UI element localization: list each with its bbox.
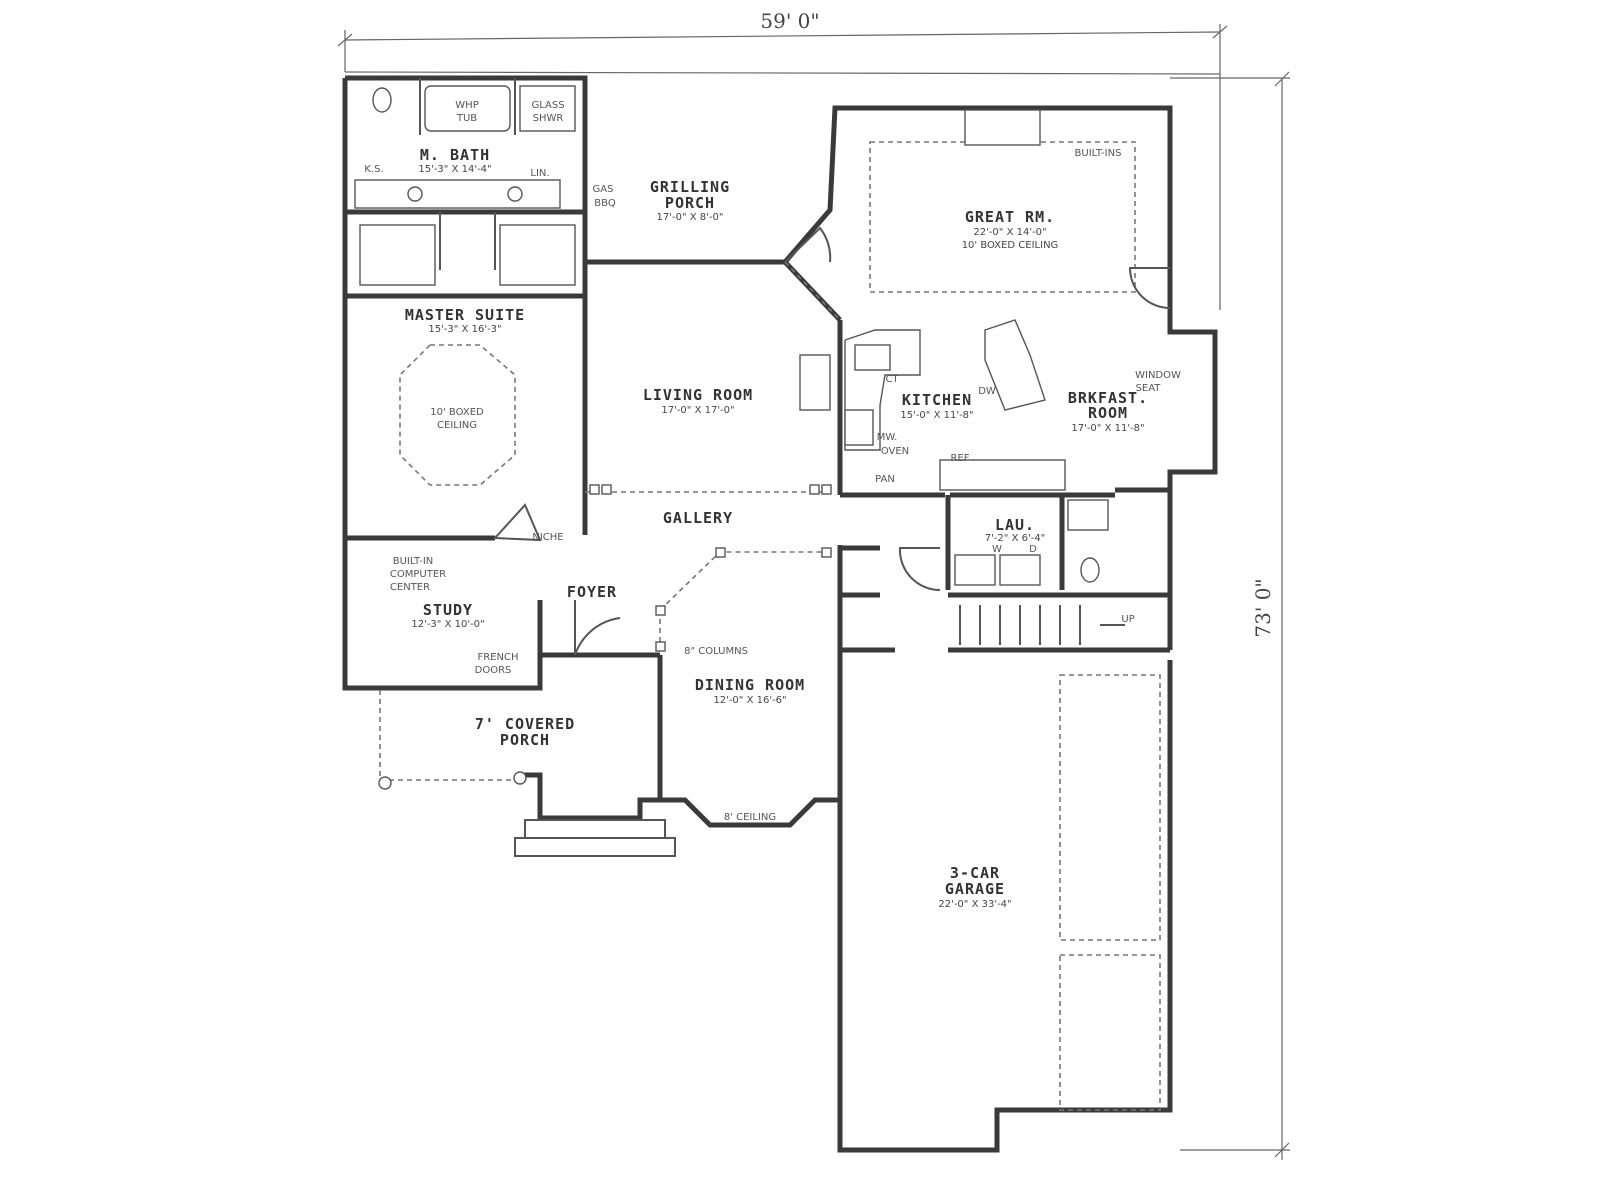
builtin-label-1: BUILT-IN — [393, 556, 434, 567]
laundry-dim: 7'-2" X 6'-4" — [985, 533, 1046, 544]
brkfast-room-name-1: BRKFAST. — [1068, 389, 1148, 407]
foyer-name: FOYER — [567, 583, 617, 601]
annotations: WHP TUB GLASS SHWR K.S. LIN. GAS BBQ BUI… — [364, 100, 1181, 823]
french-doors-label-2: DOORS — [475, 665, 512, 676]
great-room-ceiling: 10' BOXED CEILING — [962, 240, 1059, 251]
great-room-dim: 22'-0" X 14'-0" — [973, 227, 1046, 238]
glass-shwr-label-2: SHWR — [533, 113, 564, 124]
porch-name-1: 7' COVERED — [475, 715, 575, 733]
gallery-name: GALLERY — [663, 509, 733, 527]
room-labels: M. BATH 15'-3" X 14'-4" GRILLING PORCH 1… — [405, 146, 1148, 910]
width-dimension: 59' 0" — [337, 9, 1228, 310]
fireplace — [964, 109, 1041, 146]
washer-label: W — [992, 544, 1002, 555]
living-room-dim: 17'-0" X 17'-0" — [661, 405, 734, 416]
ks-label: K.S. — [364, 164, 383, 175]
front-steps — [514, 819, 676, 857]
window-seat-label-2: SEAT — [1136, 383, 1162, 394]
builtin-label-2: COMPUTER — [390, 569, 446, 580]
master-suite-dim: 15'-3" X 16'-3" — [428, 324, 501, 335]
french-doors-label-1: FRENCH — [477, 652, 518, 663]
m-bath-name: M. BATH — [420, 146, 490, 164]
study-name: STUDY — [423, 601, 473, 619]
gas-label-2: BBQ — [594, 198, 616, 209]
gas-label-1: GAS — [593, 184, 614, 195]
glass-shwr-label-1: GLASS — [531, 100, 564, 111]
doors — [492, 226, 1171, 656]
columns-label: 8" COLUMNS — [684, 646, 748, 657]
master-ceiling-2: CEILING — [437, 420, 477, 431]
columns — [378, 484, 832, 790]
m-bath-dim: 15'-3" X 14'-4" — [418, 164, 491, 175]
window-seat-label-1: WINDOW — [1135, 370, 1181, 381]
dining-room-dim: 12'-0" X 16'-6" — [713, 695, 786, 706]
stair — [959, 605, 1125, 645]
master-ceiling-1: 10' BOXED — [430, 407, 484, 418]
garage-name-2: GARAGE — [945, 880, 1005, 898]
study-dim: 12'-3" X 10'-0" — [411, 619, 484, 630]
garage-name-1: 3-CAR — [950, 864, 1000, 882]
builtin-label-3: CENTER — [390, 582, 430, 593]
bath-fixtures — [354, 85, 576, 286]
great-room-name: GREAT RM. — [965, 208, 1055, 226]
overall-width-label: 59' 0" — [760, 9, 819, 33]
lin-label: LIN. — [530, 168, 549, 179]
ct-label: CT — [885, 374, 899, 385]
grilling-porch-name-1: GRILLING — [650, 178, 730, 196]
mw-label: MW. — [877, 432, 898, 443]
dashed-outlines — [379, 141, 1161, 1111]
built-ins-label: BUILT-INS — [1075, 148, 1122, 159]
pan-label: PAN — [875, 474, 895, 485]
brkfast-room-dim: 17'-0" X 11'-8" — [1071, 423, 1144, 434]
overall-depth-label: 73' 0" — [1251, 578, 1275, 637]
grilling-porch-dim: 17'-0" X 8'-0" — [657, 212, 724, 223]
kitchen-dim: 15'-0" X 11'-8" — [900, 410, 973, 421]
porch-name-2: PORCH — [500, 731, 550, 749]
whp-tub-label-1: WHP — [455, 100, 478, 111]
interior-walls — [345, 78, 1170, 655]
exterior-walls — [342, 75, 1218, 1153]
master-suite-name: MASTER SUITE — [405, 306, 525, 324]
oven-label: OVEN — [881, 446, 909, 457]
brkfast-room-name-2: ROOM — [1088, 404, 1128, 422]
living-room-name: LIVING ROOM — [643, 386, 753, 404]
up-label: UP — [1121, 614, 1134, 625]
dryer-label: D — [1029, 544, 1037, 555]
ceiling-8-label: 8' CEILING — [724, 812, 776, 823]
whp-tub-label-2: TUB — [456, 113, 477, 124]
laundry-name: LAU. — [995, 516, 1035, 534]
niche-label: NICHE — [532, 532, 563, 543]
kitchen-name: KITCHEN — [902, 391, 972, 409]
ref-label: REF — [950, 453, 969, 464]
garage-dim: 22'-0" X 33'-4" — [938, 899, 1011, 910]
dw-label: DW — [978, 386, 996, 397]
laundry-fixtures — [954, 499, 1109, 586]
kitchen-fixtures — [799, 319, 1066, 491]
grilling-porch-name-2: PORCH — [665, 194, 715, 212]
depth-dimension: 73' 0" — [1170, 71, 1290, 1160]
dining-room-name: DINING ROOM — [695, 676, 805, 694]
